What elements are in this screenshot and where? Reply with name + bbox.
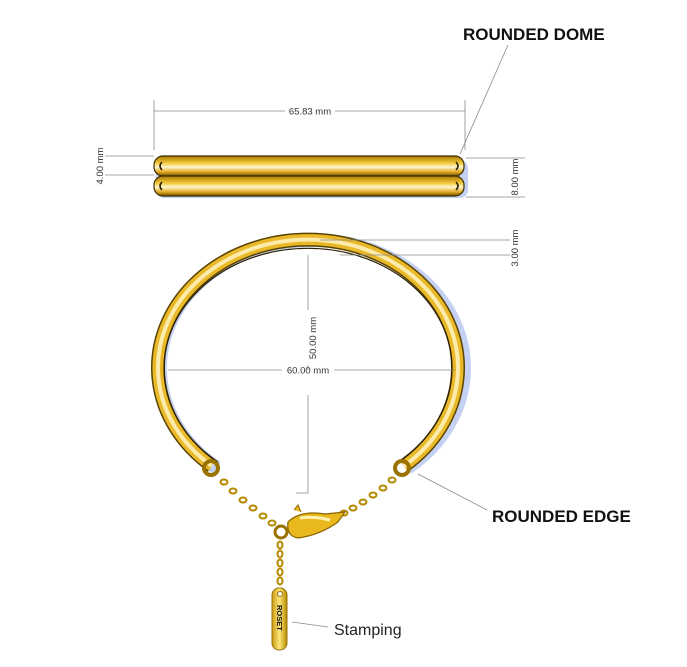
dimension-band-width: 4.00 mm [95,147,154,184]
length-label: 65.83 mm [289,107,331,118]
band-lower [153,175,465,197]
dimension-total-width: 8.00 mm [466,157,525,198]
tag-stamp-text: ROSET [275,605,284,631]
total-width-label: 8.00 mm [510,158,521,195]
inner-height-label: 50.00 mm [308,317,319,359]
stamping-leader [291,621,329,628]
stamped-tag: ROSET [271,587,288,651]
stamping-callout: Stamping [334,622,402,639]
dimension-inner-height: 50.00 mm [296,255,319,494]
band-upper [153,155,465,177]
band-width-label: 4.00 mm [95,147,106,184]
dimension-thickness: 3.00 mm [320,229,521,266]
chain [202,459,411,586]
cuff-front-view [151,232,471,474]
rounded-edge-callout: ROUNDED EDGE [492,507,631,526]
inner-width-label: 60.00 mm [287,366,329,377]
thickness-label: 3.00 mm [510,229,521,266]
dimension-inner-width: 60.00 mm [168,366,455,377]
dimension-length: 65.83 mm [153,100,466,150]
rounded-dome-callout: ROUNDED DOME [463,25,605,44]
lobster-clasp [287,504,347,539]
rounded-dome-leader [459,44,509,155]
top-view [153,155,468,198]
rounded-edge-leader [417,473,488,511]
